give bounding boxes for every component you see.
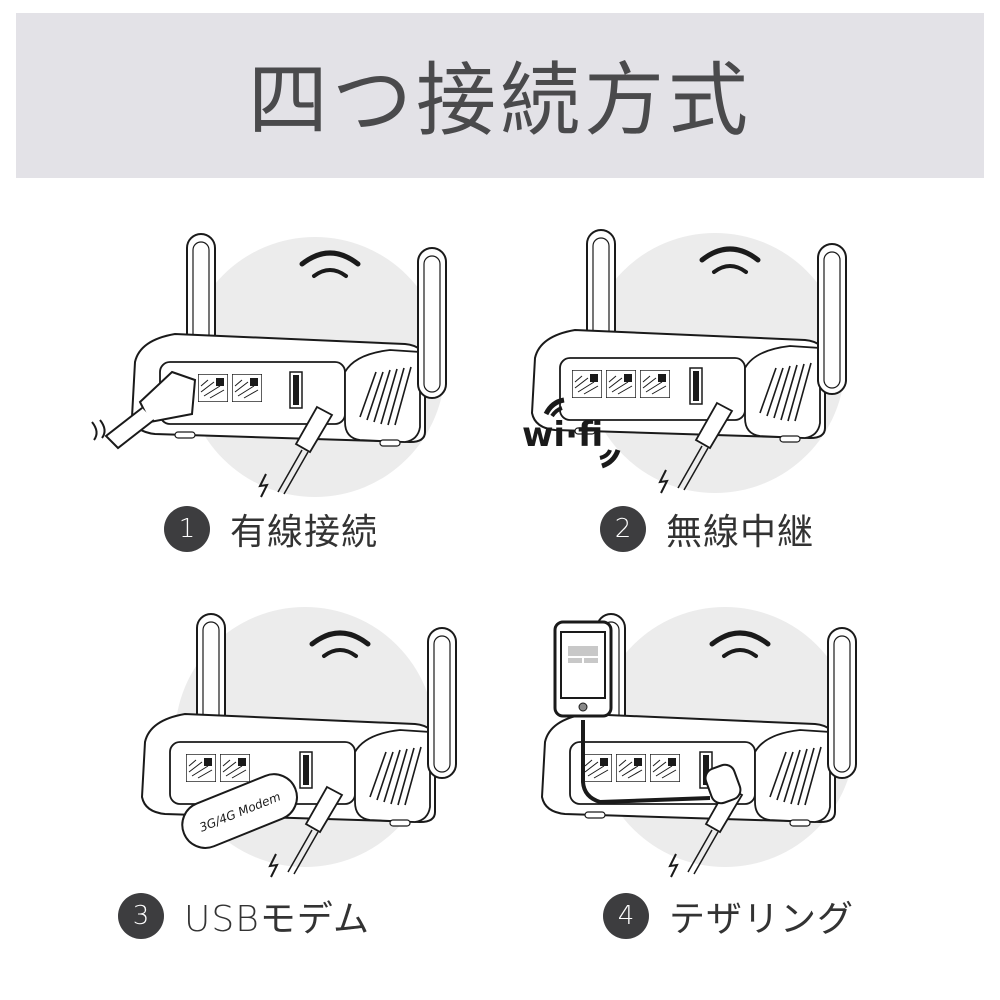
step-number-badge: 2	[600, 506, 646, 552]
title-banner: 四つ接続方式	[16, 13, 984, 178]
smartphone-icon	[553, 620, 613, 718]
method-3-caption: 3 USBモデム	[118, 890, 370, 942]
method-2-caption: 2 無線中継	[600, 503, 814, 555]
wifi-logo-icon: wi·fi	[522, 415, 603, 455]
method-label: 無線中継	[666, 512, 815, 553]
method-4-caption: 4 テザリング	[603, 890, 854, 942]
step-number-badge: 4	[603, 893, 649, 939]
step-number-badge: 3	[118, 893, 164, 939]
step-number-badge: 1	[164, 506, 210, 552]
method-1-caption: 1 有線接続	[164, 503, 378, 555]
method-3-illustration: 3G/4G Modem	[90, 602, 550, 902]
method-label: USBモデム	[184, 899, 371, 940]
method-1-illustration	[80, 222, 540, 522]
method-2-illustration: wi·fi	[522, 218, 1000, 518]
method-label: テザリング	[669, 899, 855, 940]
method-label: 有線接続	[230, 512, 379, 553]
page-title: 四つ接続方式	[248, 53, 752, 147]
method-4-illustration	[540, 602, 1000, 902]
